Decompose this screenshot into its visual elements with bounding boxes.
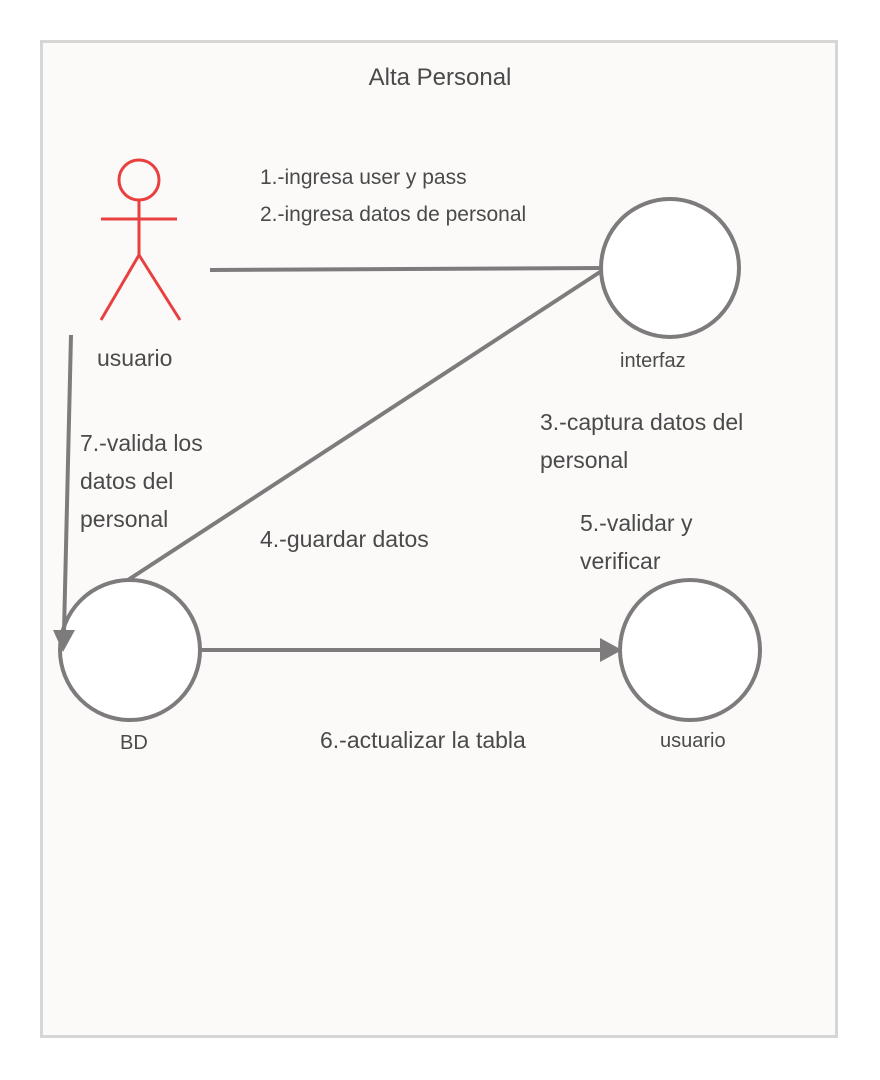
message-5: 5.-validar y verificar — [580, 510, 693, 574]
diagram-title: Alta Personal — [368, 64, 512, 91]
arrowhead-bd — [53, 630, 75, 652]
actor-usuario-icon — [99, 158, 182, 321]
message-6: 6.-actualizar la tabla — [320, 727, 526, 753]
interfaz-node — [599, 197, 741, 339]
link-interfaz-bd — [126, 270, 602, 582]
message-7: 7.-valida los datos del personal — [80, 430, 203, 532]
interfaz-label: interfaz — [620, 350, 686, 372]
actor-label: usuario — [97, 345, 173, 371]
link-actor-bd — [62, 334, 73, 633]
link-actor-interfaz — [209, 266, 604, 272]
usuario-node — [618, 578, 762, 722]
usuario-node-label: usuario — [660, 730, 726, 752]
bd-label: BD — [120, 732, 148, 754]
message-1: 1.-ingresa user y pass — [260, 166, 467, 189]
message-2: 2.-ingresa datos de personal — [260, 203, 527, 226]
message-4: 4.-guardar datos — [260, 526, 429, 552]
arrowhead-usuario — [600, 638, 622, 662]
message-3: 3.-captura datos del personal — [540, 409, 744, 473]
bd-node — [58, 578, 202, 722]
